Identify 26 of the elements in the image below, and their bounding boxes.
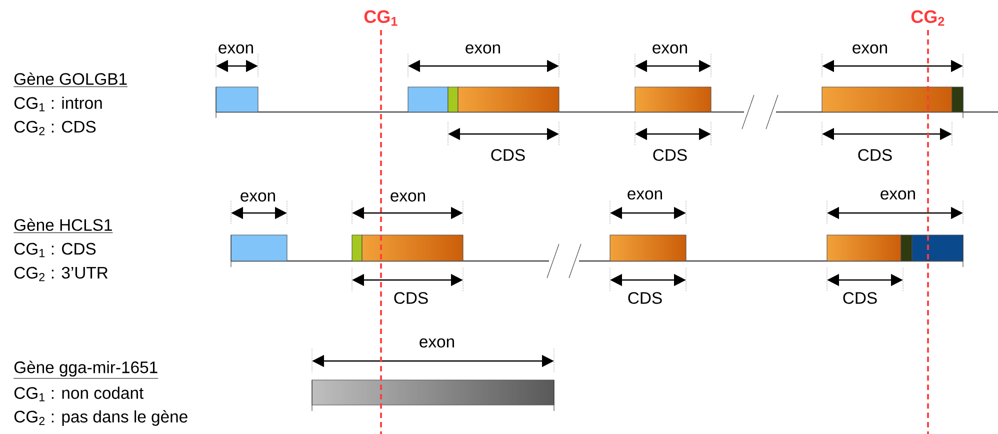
- dimension-label: CDS: [856, 148, 894, 162]
- annotation-text: CG$_{2}$ : pas dans le gène: [14, 410, 188, 426]
- dimension-label: exon: [850, 43, 890, 55]
- dimension-label: exon: [388, 191, 428, 203]
- dimension-label: exon: [238, 191, 278, 203]
- gene-heading: Gène gga-mir-1651: [13, 360, 158, 379]
- annotation-text: CG$_{1}$ : non codant: [14, 386, 144, 402]
- dimension-label: exon: [418, 337, 456, 349]
- marker-label: CG$_{2}$: [911, 10, 944, 26]
- dimension-label: exon: [878, 189, 918, 201]
- annotation-text: CG$_{2}$ : 3’UTR: [14, 266, 108, 282]
- dimension-label: exon: [216, 43, 256, 55]
- dimension-label: exon: [650, 43, 690, 55]
- dimension-label: CDS: [651, 148, 689, 162]
- dimension-label: CDS: [626, 290, 664, 306]
- marker-label: CG$_{1}$: [364, 10, 398, 26]
- annotation-text: CG$_{1}$ : CDS: [14, 242, 96, 258]
- dimension-label: CDS: [489, 148, 527, 162]
- annotation-text: CG$_{1}$ : intron: [14, 96, 102, 112]
- dimension-label: CDS: [392, 290, 430, 306]
- gene-heading: Gène GOLGB1: [13, 72, 128, 88]
- dimension-label: exon: [626, 189, 664, 201]
- dimension-label: exon: [464, 43, 502, 55]
- gene-heading: Gène HCLS1: [13, 218, 113, 234]
- dimension-label: CDS: [841, 290, 879, 306]
- annotation-text: CG$_{2}$ : CDS: [14, 120, 96, 136]
